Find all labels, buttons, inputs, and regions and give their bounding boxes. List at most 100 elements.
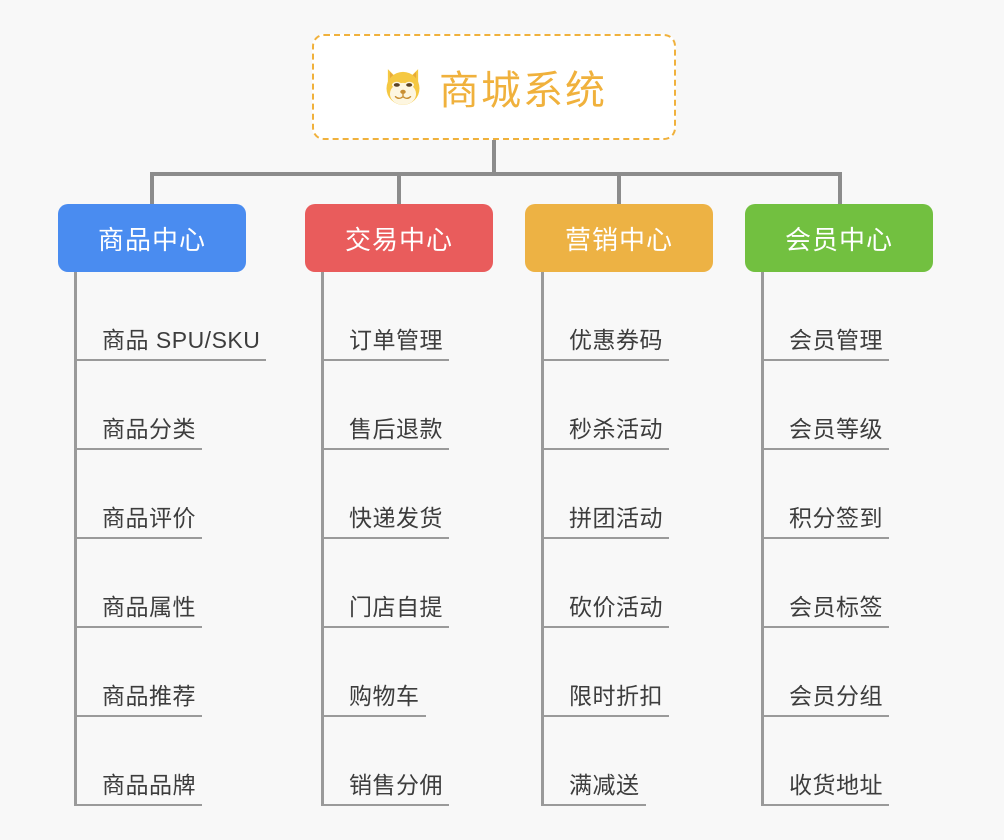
branch-header-label: 会员中心 xyxy=(784,224,893,255)
leaf-item[interactable]: 订单管理 xyxy=(321,272,493,361)
leaf-underline xyxy=(761,448,889,450)
leaf-underline xyxy=(541,448,669,450)
branch-header-product-center[interactable]: 商品中心 xyxy=(58,204,246,272)
leaf-item-label: 订单管理 xyxy=(349,327,443,354)
leaf-item-label: 商品推荐 xyxy=(102,683,196,710)
connector-drop-trade-center xyxy=(397,172,401,206)
leaf-trunk-line xyxy=(321,272,324,806)
leaf-underline xyxy=(321,626,449,628)
branch-header-member-center[interactable]: 会员中心 xyxy=(745,204,933,272)
leaf-item-label: 会员等级 xyxy=(789,416,883,443)
leaf-underline xyxy=(321,359,449,361)
leaf-trunk-line xyxy=(761,272,764,806)
leaf-item-label: 收货地址 xyxy=(789,772,883,799)
branch-header-marketing-center[interactable]: 营销中心 xyxy=(525,204,713,272)
leaf-underline xyxy=(321,715,426,717)
leaf-item-label: 积分签到 xyxy=(789,505,883,532)
leaf-item-label: 商品 SPU/SKU xyxy=(102,327,261,354)
leaf-item-label: 会员分组 xyxy=(789,683,883,710)
leaf-item-label: 会员管理 xyxy=(789,327,883,354)
leaf-item[interactable]: 满减送 xyxy=(541,717,713,806)
leaf-item[interactable]: 会员管理 xyxy=(761,272,933,361)
leaf-item-label: 购物车 xyxy=(349,683,420,710)
connector-root-stem xyxy=(492,140,496,174)
branch-header-label: 交易中心 xyxy=(344,224,453,255)
branch-header-label: 营销中心 xyxy=(564,224,673,255)
leaf-item-label: 秒杀活动 xyxy=(569,416,663,443)
leaf-item-label: 商品属性 xyxy=(102,594,196,621)
leaf-item-label: 商品评价 xyxy=(102,505,196,532)
leaf-underline xyxy=(541,537,669,539)
leaf-underline xyxy=(321,804,449,806)
leaf-item[interactable]: 积分签到 xyxy=(761,450,933,539)
leaf-item[interactable]: 会员标签 xyxy=(761,539,933,628)
leaf-item-label: 商品品牌 xyxy=(102,772,196,799)
leaf-underline xyxy=(74,804,202,806)
leaf-underline xyxy=(74,448,202,450)
leaf-item-label: 限时折扣 xyxy=(569,683,663,710)
leaf-underline xyxy=(541,715,669,717)
leaf-list-member-center: 会员管理 会员等级 积分签到 会员标签 会员分组 收货地址 xyxy=(745,272,933,806)
leaf-item-label: 拼团活动 xyxy=(569,505,663,532)
leaf-item-label: 满减送 xyxy=(569,772,640,799)
leaf-item[interactable]: 收货地址 xyxy=(761,717,933,806)
leaf-item-label: 砍价活动 xyxy=(569,594,663,621)
leaf-underline xyxy=(321,448,449,450)
leaf-trunk-line xyxy=(541,272,544,806)
leaf-item-label: 快递发货 xyxy=(349,505,443,532)
leaf-item[interactable]: 拼团活动 xyxy=(541,450,713,539)
leaf-underline xyxy=(74,359,266,361)
leaf-item-label: 商品分类 xyxy=(102,416,196,443)
leaf-item[interactable]: 购物车 xyxy=(321,628,493,717)
leaf-underline xyxy=(74,715,202,717)
leaf-item-label: 销售分佣 xyxy=(349,772,443,799)
shiba-inu-dog-face-icon xyxy=(381,65,425,109)
connector-drop-member-center xyxy=(838,172,842,206)
branch-header-label: 商品中心 xyxy=(97,224,206,255)
branch-column-trade-center: 交易中心 订单管理 售后退款 快递发货 门店自提 购物车 xyxy=(305,204,493,806)
branch-column-member-center: 会员中心 会员管理 会员等级 积分签到 会员标签 会员分组 xyxy=(745,204,933,806)
connector-drop-marketing-center xyxy=(617,172,621,206)
leaf-underline xyxy=(541,626,669,628)
branch-column-marketing-center: 营销中心 优惠券码 秒杀活动 拼团活动 砍价活动 限时折扣 xyxy=(525,204,713,806)
leaf-item[interactable]: 商品分类 xyxy=(74,361,246,450)
leaf-underline xyxy=(761,804,889,806)
leaf-item[interactable]: 会员分组 xyxy=(761,628,933,717)
leaf-item[interactable]: 秒杀活动 xyxy=(541,361,713,450)
leaf-item[interactable]: 门店自提 xyxy=(321,539,493,628)
branch-column-product-center: 商品中心 商品 SPU/SKU 商品分类 商品评价 商品属性 商品推荐 xyxy=(58,204,266,806)
leaf-underline xyxy=(541,359,669,361)
leaf-item-label: 会员标签 xyxy=(789,594,883,621)
leaf-underline xyxy=(761,537,889,539)
leaf-trunk-line xyxy=(74,272,77,806)
branch-header-trade-center[interactable]: 交易中心 xyxy=(305,204,493,272)
leaf-list-marketing-center: 优惠券码 秒杀活动 拼团活动 砍价活动 限时折扣 满减送 xyxy=(525,272,713,806)
leaf-item[interactable]: 砍价活动 xyxy=(541,539,713,628)
leaf-item[interactable]: 商品品牌 xyxy=(74,717,246,806)
leaf-list-product-center: 商品 SPU/SKU 商品分类 商品评价 商品属性 商品推荐 商品品牌 xyxy=(58,272,266,806)
leaf-item[interactable]: 售后退款 xyxy=(321,361,493,450)
leaf-item[interactable]: 商品 SPU/SKU xyxy=(74,272,266,361)
leaf-item[interactable]: 商品属性 xyxy=(74,539,246,628)
leaf-underline xyxy=(761,359,889,361)
leaf-underline xyxy=(321,537,449,539)
leaf-underline xyxy=(761,715,889,717)
leaf-item[interactable]: 销售分佣 xyxy=(321,717,493,806)
leaf-item[interactable]: 快递发货 xyxy=(321,450,493,539)
leaf-underline xyxy=(541,804,646,806)
connector-horizontal-bus xyxy=(150,172,840,176)
leaf-underline xyxy=(761,626,889,628)
leaf-item[interactable]: 限时折扣 xyxy=(541,628,713,717)
leaf-underline xyxy=(74,626,202,628)
root-node-shop-system[interactable]: 商城系统 xyxy=(312,34,676,140)
leaf-item[interactable]: 商品推荐 xyxy=(74,628,246,717)
leaf-item-label: 优惠券码 xyxy=(569,327,663,354)
leaf-item[interactable]: 优惠券码 xyxy=(541,272,713,361)
connector-drop-product-center xyxy=(150,172,154,206)
leaf-item[interactable]: 商品评价 xyxy=(74,450,246,539)
leaf-list-trade-center: 订单管理 售后退款 快递发货 门店自提 购物车 销售分佣 xyxy=(305,272,493,806)
leaf-item[interactable]: 会员等级 xyxy=(761,361,933,450)
leaf-underline xyxy=(74,537,202,539)
leaf-item-label: 门店自提 xyxy=(349,594,443,621)
